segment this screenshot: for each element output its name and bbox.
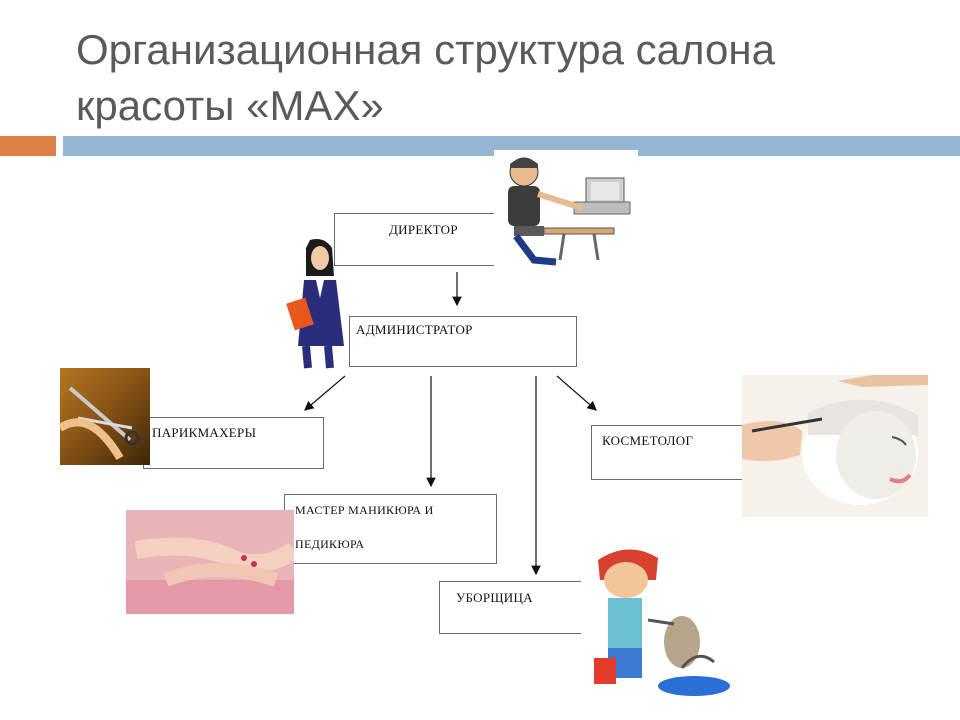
arrow-admin-hair	[304, 375, 346, 411]
cosmetologist-label: КОСМЕТОЛОГ	[602, 433, 694, 448]
manicure-master-box: МАСТЕР МАНИКЮРА И ПЕДИКЮРА	[284, 494, 497, 564]
hairdressers-box: ПАРИКМАХЕРЫ	[143, 417, 324, 469]
title-line-2: красоты «МАХ»	[76, 82, 384, 129]
slide-title: Организационная структура салона красоты…	[76, 22, 936, 134]
office-worker-at-computer-icon	[494, 150, 638, 268]
title-bar	[63, 136, 960, 156]
cleaner-label: УБОРЩИЦА	[456, 590, 533, 605]
director-box: ДИРЕКТОР	[334, 213, 500, 266]
manicure-label-line-2: ПЕДИКЮРА	[295, 537, 365, 551]
scissors-cutting-hair-photo	[60, 368, 150, 465]
administrator-label: АДМИНИСТРАТОР	[356, 322, 473, 337]
businesswoman-with-folder-icon	[284, 236, 354, 370]
arrow-admin-cosmetologist	[556, 375, 597, 411]
manicure-hands-photo	[126, 510, 294, 614]
title-bar-accent	[0, 136, 56, 156]
facial-mask-cosmetology-photo	[742, 375, 928, 517]
hairdressers-label: ПАРИКМАХЕРЫ	[152, 425, 257, 440]
administrator-box: АДМИНИСТРАТОР	[349, 316, 577, 367]
title-line-1: Организационная структура салона	[76, 26, 775, 73]
cosmetologist-box: КОСМЕТОЛОГ	[591, 425, 749, 480]
cleaner-box: УБОРЩИЦА	[439, 581, 581, 634]
cleaning-lady-with-vacuum-icon	[578, 540, 736, 700]
director-label: ДИРЕКТОР	[389, 222, 458, 237]
manicure-label-line-1: МАСТЕР МАНИКЮРА И	[295, 503, 434, 517]
